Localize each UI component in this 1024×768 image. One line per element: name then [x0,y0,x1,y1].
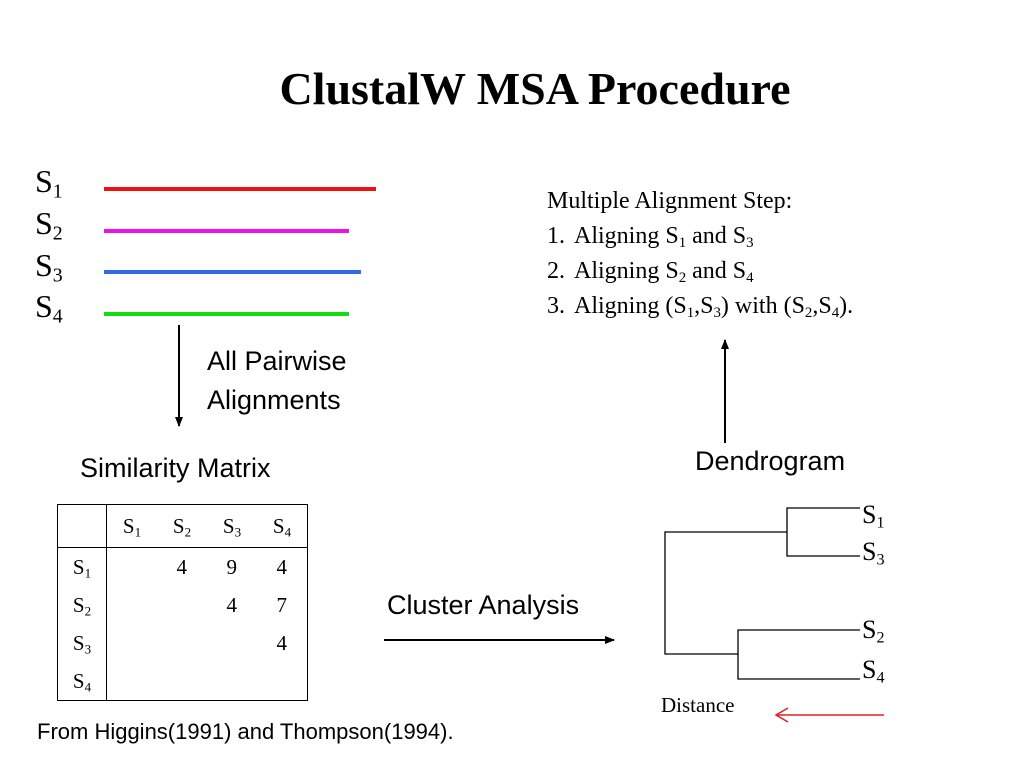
matrix-row-header: S3 [57,624,107,662]
matrix-cell [107,624,158,662]
dendrogram-title: Dendrogram [695,446,846,476]
branch-s2-s4 [737,629,860,680]
multiple-alignment-steps: Multiple Alignment Step: 1.Aligning S1 a… [547,184,853,324]
matrix-cell: 4 [176,554,188,579]
cluster-analysis-label: Cluster Analysis [387,590,580,620]
matrix-cell [207,624,257,662]
similarity-matrix: S1 S2 S3 S4 S1 4 9 4 S2 4 7 S3 4 S4 [57,504,308,701]
matrix-col-header: S2 [157,504,207,548]
matrix-cell [157,586,207,624]
matrix-cell [107,586,158,624]
matrix-cell [157,624,207,662]
matrix-cell: 9 [226,554,238,579]
distance-arrow [774,707,884,723]
sequence-label-s4: S4 [35,288,63,328]
page-title: ClustalW MSA Procedure [279,63,791,114]
dendrogram-leaf: S3 [862,537,885,569]
sequence-label-s3: S3 [35,247,63,287]
matrix-row-header: S2 [57,586,107,624]
dendrogram-tree [664,507,860,680]
matrix-cell [207,662,257,701]
matrix-row: S4 [57,662,308,701]
pairwise-line2: Alignments [207,385,341,415]
matrix-row: S2 4 7 [57,586,308,624]
matrix-row-header: S1 [57,547,107,586]
matrix-cell: 7 [276,592,288,617]
matrix-cell [157,662,207,701]
matrix-corner [57,504,107,548]
matrix-row: S1 4 9 4 [57,547,308,587]
sequence-line-s3 [104,270,361,274]
sequence-line-s2 [104,229,349,233]
sequence-line-s4 [104,312,349,316]
sequence-line-s1 [104,187,376,191]
similarity-matrix-title: Similarity Matrix [80,453,271,483]
pairwise-alignments-label: All Pairwise Alignments [207,342,347,420]
citation-footer: From Higgins(1991) and Thompson(1994). [37,719,454,744]
dendrogram-leaf: S1 [862,500,885,532]
matrix-col-header: S3 [207,504,257,548]
matrix-cell [107,548,158,587]
matrix-col-header: S4 [257,504,308,548]
matrix-cell [257,662,308,701]
distance-label: Distance [661,693,735,717]
steps-heading: Multiple Alignment Step: [547,188,793,214]
sequence-label-s2: S2 [35,205,63,245]
matrix-row-header: S4 [57,662,107,701]
sequence-label-s1: S1 [35,163,63,203]
matrix-cell [107,662,158,701]
dendrogram-leaf: S4 [862,655,885,687]
step-item: 3.Aligning (S1,S3) with (S2,S4). [547,293,854,322]
dendrogram-leaf: S2 [862,615,885,647]
branch-s1-s3 [786,507,860,557]
step-item: 1.Aligning S1 and S3 [547,223,754,252]
matrix-row: S3 4 [57,624,308,662]
matrix-col-header: S1 [106,504,157,548]
matrix-cell: 4 [276,554,288,579]
step-item: 2.Aligning S2 and S4 [547,258,754,287]
matrix-cell: 4 [226,592,238,617]
pairwise-line1: All Pairwise [207,346,347,376]
matrix-cell: 4 [276,630,288,655]
branch-root [664,531,787,655]
